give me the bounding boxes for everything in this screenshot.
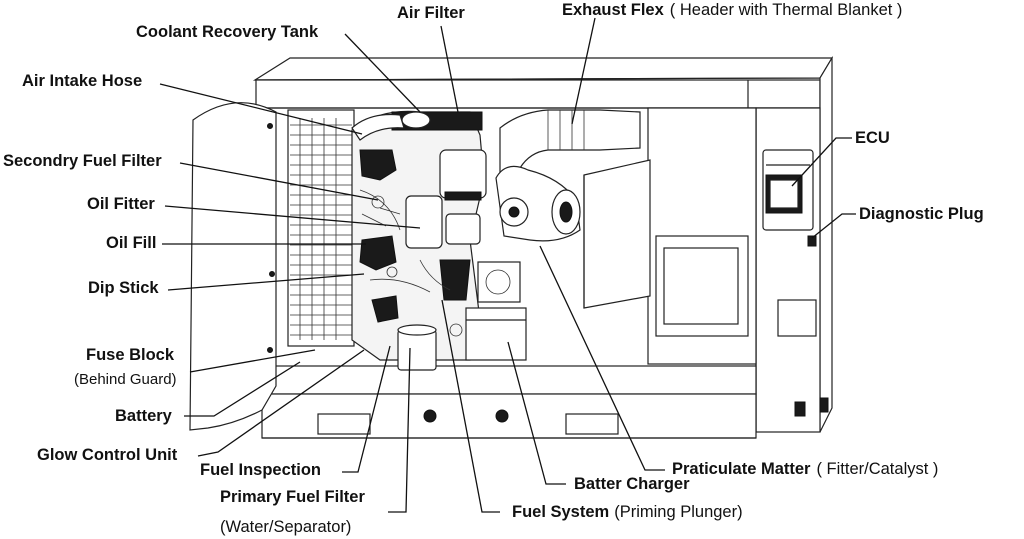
label-battery: Battery xyxy=(115,407,173,425)
label-fuel-system-note: (Priming Plunger) xyxy=(614,503,742,521)
label-air-filter: Air Filter xyxy=(397,4,465,22)
label-fuse-block-note: (Behind Guard) xyxy=(74,371,177,388)
label-particulate-matter-note: ( Fitter/Catalyst ) xyxy=(816,460,938,478)
leader-diagnostic-plug xyxy=(811,213,856,239)
label-exhaust-flex-note: ( Header with Thermal Blanket ) xyxy=(670,1,903,19)
leader-fuel-inspection xyxy=(342,345,391,473)
leader-fuse-block xyxy=(189,349,316,373)
label-particulate-matter: Praticulate Matter xyxy=(672,460,811,478)
radiator-grille xyxy=(290,118,352,340)
leader-air-intake-hose xyxy=(159,83,363,135)
label-exhaust-flex: Exhaust Flex xyxy=(562,1,665,19)
leader-primary-fuel-filter xyxy=(388,347,411,513)
leader-oil-fitter xyxy=(164,205,421,229)
label-diagnostic-plug: Diagnostic Plug xyxy=(859,205,984,223)
label-primary-fuel-filter-note: (Water/Separator) xyxy=(220,518,351,536)
label-oil-fill: Oil Fill xyxy=(106,234,156,252)
leader-glow-control-unit xyxy=(197,349,365,457)
label-ecu: ECU xyxy=(855,129,890,147)
label-fuel-inspection: Fuel Inspection xyxy=(200,461,321,479)
enclosure xyxy=(189,55,834,439)
label-oil-fitter: Oil Fitter xyxy=(87,195,155,213)
leader-fuel-system xyxy=(441,299,500,513)
label-fuel-system-group: Fuel System (Priming Plunger) xyxy=(512,503,743,521)
leader-secondary-fuel-filter xyxy=(179,162,379,201)
label-secondary-fuel-filter: Secondry Fuel Filter xyxy=(3,152,162,170)
label-fuse-block: Fuse Block xyxy=(86,346,175,364)
label-dip-stick: Dip Stick xyxy=(88,279,159,297)
label-fuel-system: Fuel System xyxy=(512,503,609,521)
leader-coolant-recovery-tank xyxy=(344,33,421,113)
leader-battery xyxy=(184,361,301,417)
leader-exhaust-flex xyxy=(571,17,596,125)
leader-batter-charger xyxy=(507,341,566,485)
label-glow-control-unit: Glow Control Unit xyxy=(37,446,178,464)
exhaust-system xyxy=(495,109,641,242)
leader-lines xyxy=(159,17,856,513)
leader-dip-stick xyxy=(167,273,365,291)
label-batter-charger: Batter Charger xyxy=(574,475,690,493)
leader-particulate-matter xyxy=(539,245,665,471)
engine xyxy=(351,110,527,371)
label-particulate-matter-group: Praticulate Matter ( Fitter/Catalyst ) xyxy=(672,460,938,478)
label-exhaust-flex-group: Exhaust Flex ( Header with Thermal Blanke… xyxy=(562,1,902,19)
label-primary-fuel-filter: Primary Fuel Filter xyxy=(220,488,365,506)
label-coolant-recovery-tank: Coolant Recovery Tank xyxy=(136,23,319,41)
labels: Coolant Recovery Tank Air Filter Exhaust… xyxy=(3,1,984,536)
leader-air-filter xyxy=(440,25,459,113)
label-air-intake-hose: Air Intake Hose xyxy=(22,72,142,90)
leader-ecu xyxy=(791,137,852,187)
